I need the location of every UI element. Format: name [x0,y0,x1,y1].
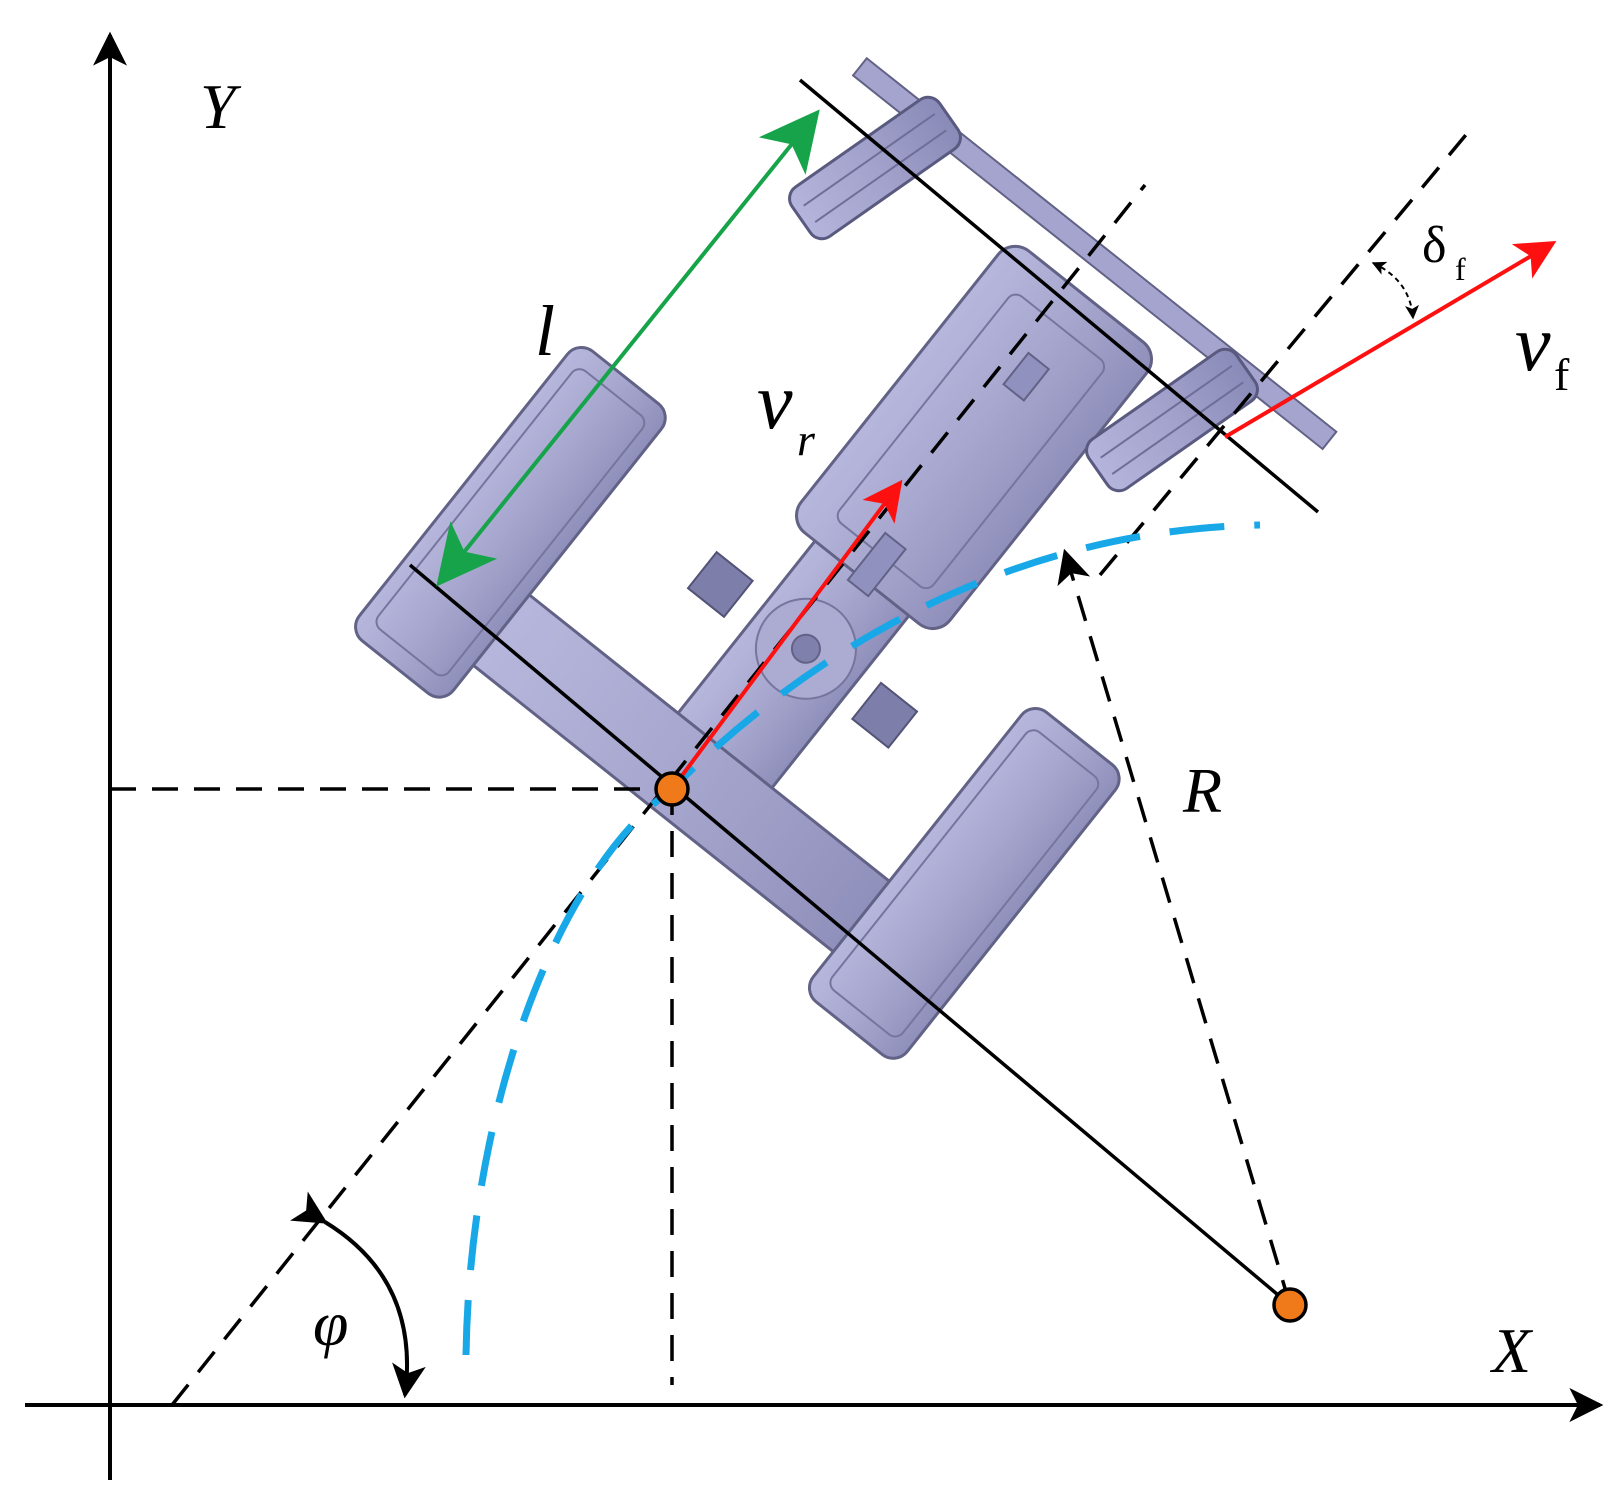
rear-velocity-label: v [757,358,793,446]
front-velocity-arrow [1223,240,1557,439]
front-wheel-heading-line [1098,128,1472,577]
rear-velocity-subscript: r [797,414,816,465]
radius-label: R [1182,755,1222,826]
grate-left [686,550,755,619]
x-axis-label: X [1489,1315,1534,1386]
front-velocity-label: v [1515,300,1551,388]
steer-angle-subscript: f [1455,251,1466,287]
front-left-wheel [788,95,962,241]
y-axis-label: Y [200,71,242,142]
rear-axle-line [408,563,1292,1307]
heading-angle-arc [290,1191,426,1399]
wheelbase-arrow [436,109,820,587]
rear-velocity-arrow [670,479,903,791]
wheelbase-label: l [535,291,555,371]
turn-center-point [1272,1287,1308,1323]
heading-angle-label: φ [313,1288,348,1359]
steer-angle-label: δ [1422,217,1447,274]
grate-right [850,681,919,749]
front-right-wheel [1085,347,1259,493]
steer-angle-arc [1371,261,1419,320]
front-velocity-subscript: f [1554,349,1570,400]
front-axle-line [798,78,1320,514]
rear-right-track [807,707,1121,1060]
radius-line [1057,548,1292,1306]
rear-axle-center-point [654,771,690,807]
